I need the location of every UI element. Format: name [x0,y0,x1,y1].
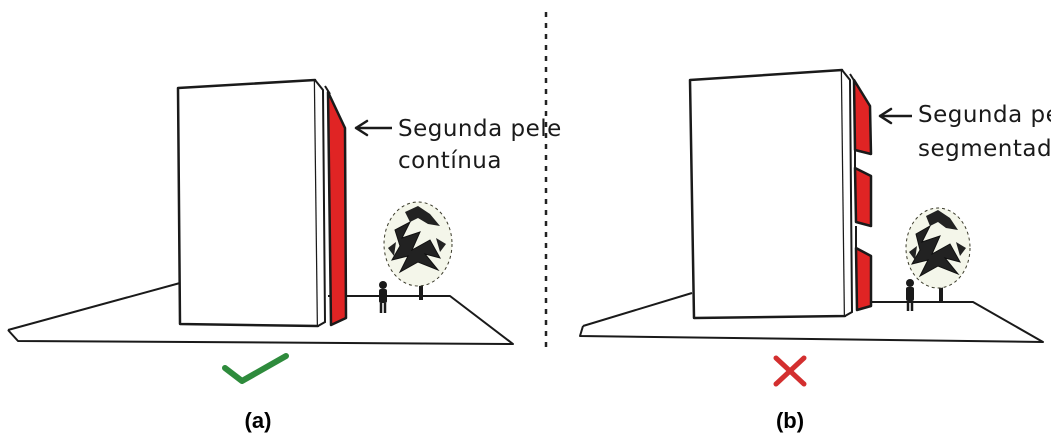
building-b [688,68,847,320]
building-side-a [314,79,327,327]
label-line1-a: Segunda pele [398,116,562,142]
caption-a: (a) [245,408,272,433]
panel-b: Segunda pele segmentada (b) [579,68,1051,433]
tree-a [383,201,453,300]
building-side-b [841,69,854,317]
panel-a: Segunda pele contínua (a) [7,78,562,433]
second-skin-segmented [849,73,873,312]
building-a [176,78,320,328]
label-callout-b: Segunda pele segmentada [878,102,1051,162]
label-line2-b: segmentada [918,136,1051,162]
cross-icon [773,355,807,387]
caption-b: (b) [776,408,804,433]
person-b [906,279,914,311]
check-icon [222,353,289,384]
label-line2-a: contínua [398,148,502,174]
label-line1-b: Segunda pele [918,102,1051,128]
second-skin-continuous [326,90,348,327]
label-callout-a: Segunda pele contínua [354,116,562,174]
person-a [379,281,387,313]
ground-plane-a [7,282,514,345]
ground-plane-b [579,292,1044,343]
tree-b [905,207,971,302]
